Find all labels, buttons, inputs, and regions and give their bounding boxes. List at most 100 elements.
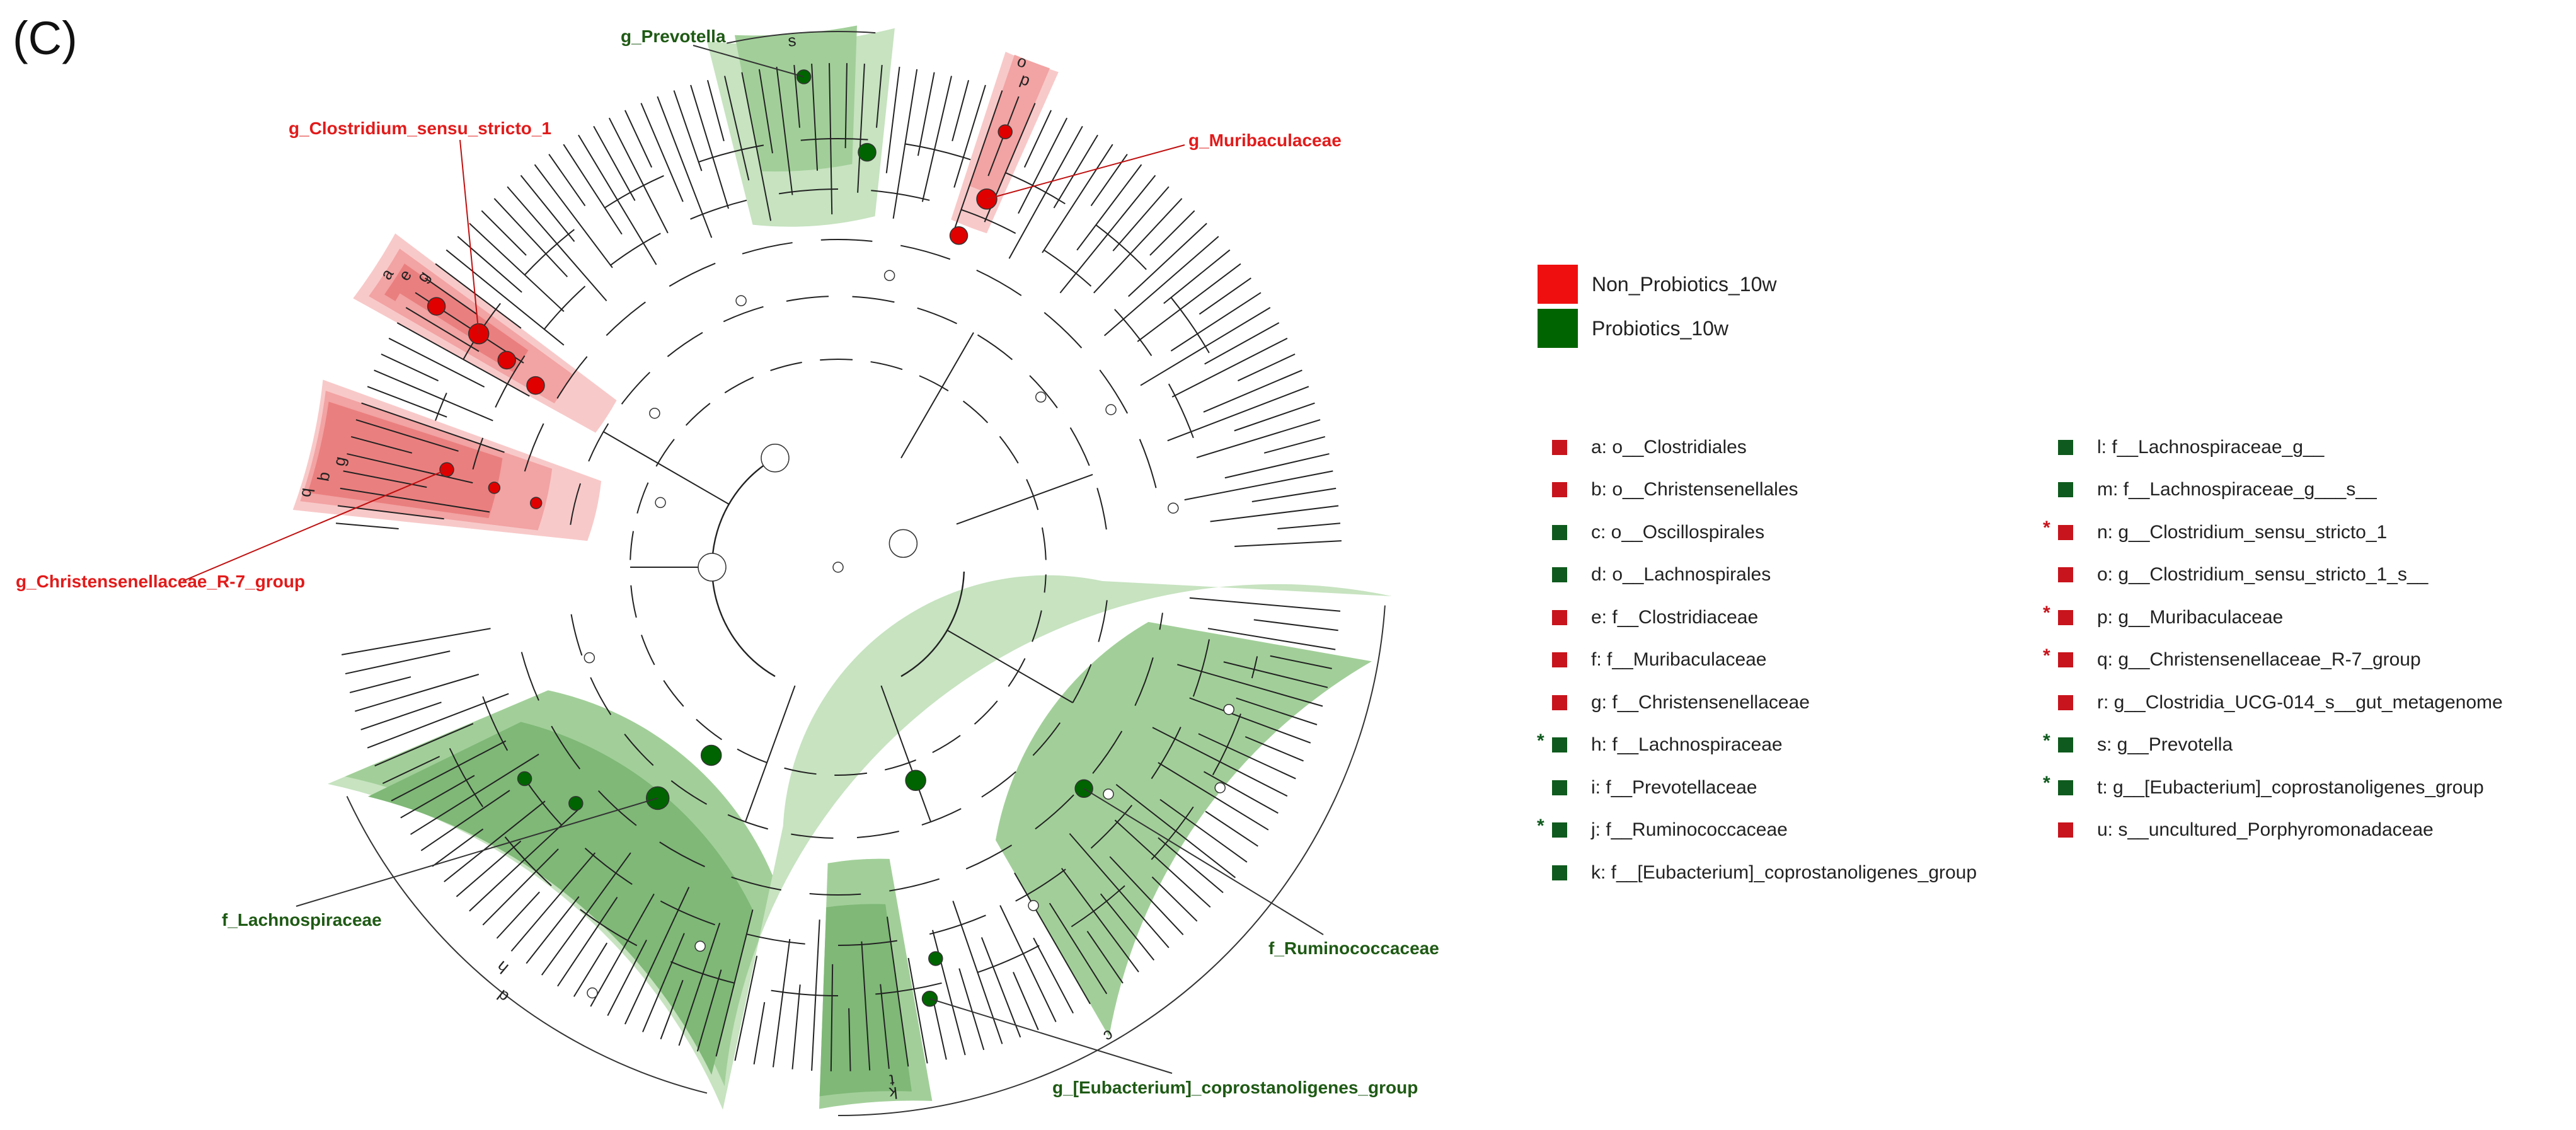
node-a bbox=[526, 376, 545, 395]
hollow-node bbox=[761, 444, 790, 473]
clade-arc bbox=[667, 332, 703, 357]
leaf-branch bbox=[1196, 419, 1321, 458]
clade-arc bbox=[965, 845, 1013, 870]
key-color-square bbox=[2058, 737, 2073, 753]
sector-letter-b: b bbox=[314, 470, 334, 482]
clade-arc bbox=[641, 635, 655, 666]
clade-arc bbox=[1099, 369, 1129, 414]
leaf-branch bbox=[388, 337, 485, 388]
leader-prevotella bbox=[693, 45, 804, 78]
leaf-branch bbox=[374, 723, 474, 767]
key-item: m: f__Lachnospiraceae_g___s__ bbox=[2058, 469, 2503, 512]
clade-arc bbox=[905, 143, 971, 161]
key-color-square bbox=[2058, 482, 2073, 498]
key-item: f: f__Muribaculaceae bbox=[1552, 639, 1977, 682]
clade-arc bbox=[621, 371, 650, 405]
key-color-square bbox=[1552, 780, 1567, 795]
clade-arc bbox=[1044, 312, 1083, 349]
leaf-branch bbox=[793, 64, 800, 128]
significance-star: * bbox=[2043, 730, 2050, 751]
key-item: e: f__Clostridiaceae bbox=[1552, 596, 1977, 639]
group-legend: Non_Probiotics_10w Probiotics_10w bbox=[1538, 262, 1777, 350]
node-l bbox=[568, 795, 584, 811]
leaf-branch bbox=[921, 76, 952, 202]
leader-eubacterium bbox=[929, 998, 1173, 1074]
clade-arc bbox=[543, 285, 586, 330]
clade-arc bbox=[610, 233, 661, 266]
leaf-branch bbox=[341, 628, 491, 655]
clade-arc bbox=[885, 759, 916, 771]
clade-arc bbox=[435, 393, 447, 421]
sector-letter-d: d bbox=[493, 986, 512, 1007]
leaf-branch bbox=[848, 1008, 851, 1071]
clade-arc bbox=[784, 767, 817, 775]
key-text: p: g__Muribaculaceae bbox=[2097, 606, 2284, 628]
clade-arc bbox=[834, 772, 868, 776]
key-item: *h: f__Lachnospiraceae bbox=[1537, 724, 1977, 767]
clade-arc bbox=[524, 229, 575, 275]
key-color-square bbox=[1552, 524, 1567, 540]
clade-arc bbox=[932, 735, 961, 753]
clade-arc bbox=[974, 700, 998, 725]
band-arc bbox=[727, 31, 876, 44]
leaf-branch bbox=[1223, 661, 1328, 688]
tree-branches bbox=[335, 31, 1386, 1116]
clade-arc bbox=[977, 334, 1013, 360]
sector-letter-h: h bbox=[493, 957, 512, 977]
clade-arc bbox=[1090, 804, 1133, 849]
clade-arc bbox=[1095, 224, 1147, 270]
leaf-branch bbox=[980, 937, 1021, 1038]
clade-arc bbox=[1139, 439, 1157, 488]
leaf-branch bbox=[548, 154, 586, 207]
clade-arc bbox=[977, 945, 1040, 973]
key-item: b: o__Christensenellales bbox=[1552, 469, 1977, 512]
leaf-branch bbox=[608, 117, 669, 234]
key-item: o: g__Clostridium_sensu_stricto_1_s__ bbox=[2058, 554, 2503, 597]
leaf-branch bbox=[1086, 931, 1124, 984]
clade-arc bbox=[659, 841, 705, 867]
leaf-branch bbox=[811, 64, 819, 171]
clade-arc bbox=[1032, 610, 1042, 642]
clade-arc bbox=[670, 961, 735, 984]
hollow-node bbox=[649, 407, 660, 419]
clade-arc bbox=[786, 296, 829, 302]
leaf-branch bbox=[1204, 322, 1280, 365]
clade-arc bbox=[800, 138, 868, 141]
band-arc bbox=[837, 605, 1386, 1116]
group-label-non-probiotics: Non_Probiotics_10w bbox=[1592, 272, 1777, 296]
group-legend-item-probiotics: Probiotics_10w bbox=[1538, 306, 1777, 350]
clade-arc bbox=[1159, 613, 1163, 630]
clade-arc bbox=[624, 734, 654, 766]
leaf-branch bbox=[1263, 435, 1325, 454]
leaf-branch bbox=[1103, 236, 1219, 337]
leaf-branch bbox=[526, 896, 580, 964]
leaf-branch bbox=[496, 891, 540, 939]
clade-arc bbox=[1192, 639, 1210, 697]
hollow-node bbox=[1223, 703, 1234, 715]
key-text: m: f__Lachnospiraceae_g___s__ bbox=[2097, 479, 2377, 500]
hollow-node bbox=[1035, 391, 1047, 403]
clade-arc bbox=[929, 914, 986, 935]
clade-arc bbox=[1212, 713, 1241, 776]
leaf-branch bbox=[1128, 222, 1207, 297]
leader-red-clostridium bbox=[459, 139, 480, 334]
clade-arc bbox=[590, 677, 612, 715]
leaf-branch bbox=[772, 938, 791, 1068]
leaf-branch bbox=[706, 80, 725, 142]
key-item: *j: f__Ruminococcaceae bbox=[1537, 809, 1977, 852]
callout-leaders bbox=[182, 45, 1324, 1074]
clade-arc bbox=[482, 696, 509, 751]
clade-arc bbox=[771, 989, 839, 996]
key-text: i: f__Prevotellaceae bbox=[1591, 776, 1757, 798]
clade-arc bbox=[1114, 309, 1153, 357]
leaf-branch bbox=[420, 790, 510, 851]
leaf-branch bbox=[1189, 697, 1311, 744]
leaf-branch bbox=[1210, 505, 1339, 522]
clade-arc bbox=[871, 190, 930, 201]
clade-arc bbox=[1071, 885, 1125, 928]
leaf-branch bbox=[607, 940, 647, 1016]
key-text: k: f__[Eubacterium]_coprostanoligenes_gr… bbox=[1591, 862, 1977, 883]
leaf-branch bbox=[1159, 798, 1248, 863]
leaf-branch bbox=[347, 453, 473, 484]
